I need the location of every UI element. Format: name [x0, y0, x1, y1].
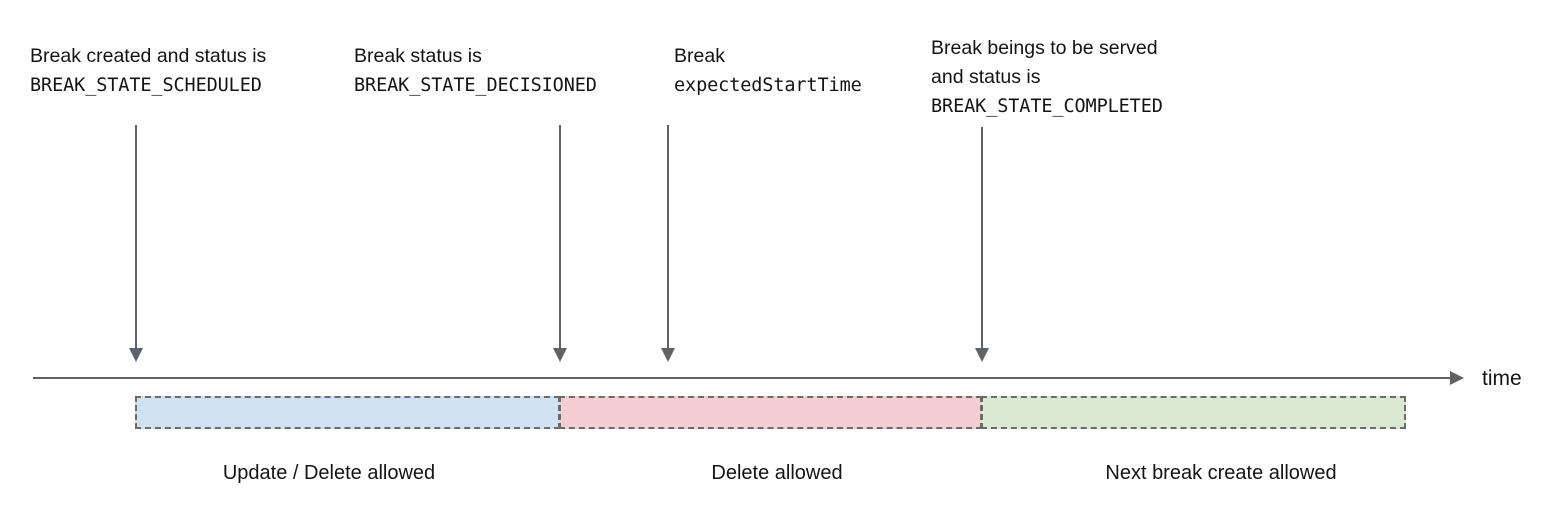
annotation-prose: Break status is	[354, 45, 482, 67]
phase-caption-next-create: Next break create allowed	[1105, 462, 1337, 484]
phase-bar-update-delete	[135, 396, 560, 429]
marker-line-break-decisioned	[559, 125, 561, 349]
annotation-prose-line1: Break beings to be served	[931, 37, 1158, 59]
arrow-right-icon	[1450, 371, 1464, 385]
phase-caption-update-delete: Update / Delete allowed	[222, 462, 436, 484]
phase-caption-delete-only: Delete allowed	[711, 462, 843, 484]
annotation-prose-line2: and status is	[931, 66, 1041, 88]
arrow-down-icon-break-expected-start	[661, 348, 675, 362]
annotation-break-served: Break beings to be served and status is …	[931, 34, 1163, 121]
annotation-break-decisioned: Break status is BREAK_STATE_DECISIONED	[354, 42, 597, 100]
annotation-prose: Break created and status is	[30, 45, 267, 67]
annotation-state-code: BREAK_STATE_SCHEDULED	[30, 75, 262, 96]
phase-bar-next-create	[981, 396, 1406, 429]
annotation-prose: Break	[674, 45, 725, 67]
annotation-field-code: expectedStartTime	[674, 75, 862, 96]
marker-line-break-served	[981, 127, 983, 349]
arrow-down-icon-break-created	[129, 348, 143, 362]
phase-bar-delete-only	[559, 396, 982, 429]
arrow-down-icon-break-decisioned	[553, 348, 567, 362]
marker-line-break-created	[135, 125, 137, 349]
annotation-break-created: Break created and status is BREAK_STATE_…	[30, 42, 266, 100]
time-axis-line	[33, 377, 1450, 379]
marker-line-break-expected-start	[667, 125, 669, 349]
annotation-state-code: BREAK_STATE_DECISIONED	[354, 75, 597, 96]
annotation-break-expected-start: Break expectedStartTime	[674, 42, 862, 100]
annotation-state-code: BREAK_STATE_COMPLETED	[931, 96, 1163, 117]
arrow-down-icon-break-served	[975, 348, 989, 362]
time-axis-label: time	[1482, 367, 1522, 390]
